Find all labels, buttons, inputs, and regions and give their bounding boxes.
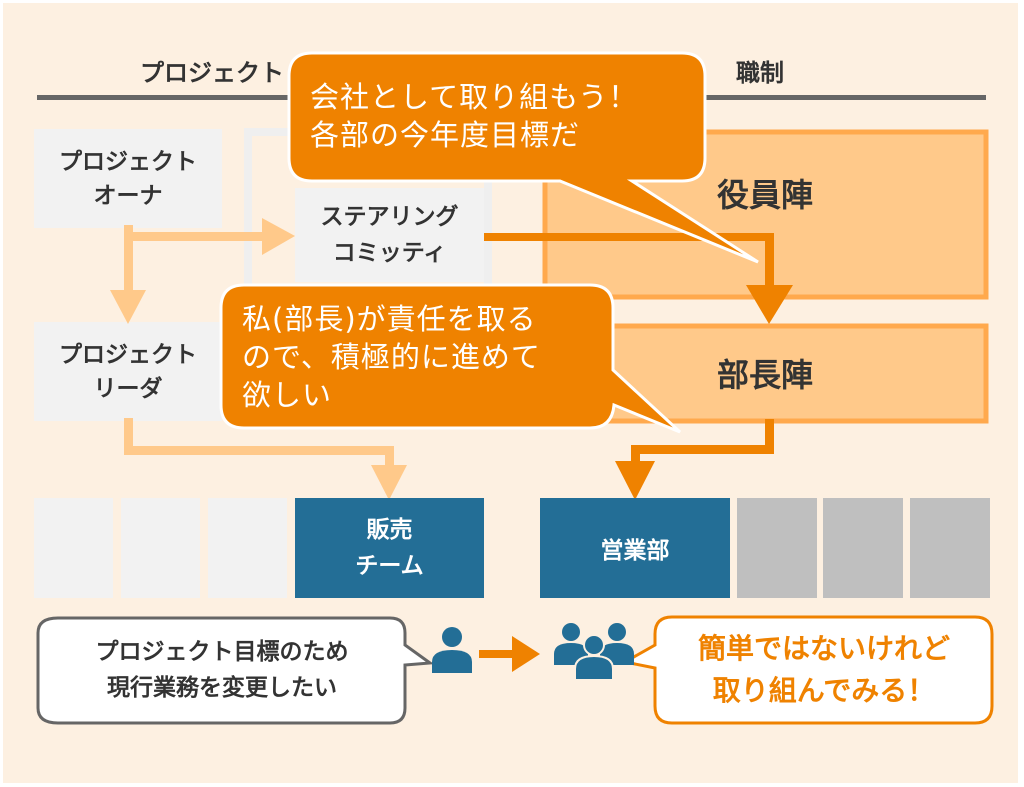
sales-dept-label: 営業部 — [600, 538, 670, 564]
group-icon — [554, 623, 634, 681]
group-callout-text: 簡単ではないけれど 取り組んでみる！ — [697, 632, 950, 707]
individual-callout — [36, 616, 435, 725]
arrow-steering-shaft-down — [765, 233, 774, 303]
group-callout — [620, 615, 994, 725]
managers-speech-text: 私(部長)が責任を取る ので、積極的に進めて 欲しい — [242, 302, 541, 412]
arrow-owner-right-shaft — [128, 232, 268, 241]
arrow-managers-shaft-down2 — [631, 445, 640, 465]
team-placeholder-3 — [208, 498, 287, 598]
arrow-managers-shaft-down — [765, 419, 774, 453]
arrow-steering-head — [746, 285, 793, 324]
arrow-leader-shaft-right — [124, 446, 394, 455]
project-owner-label: プロジェクト オーナ — [59, 148, 197, 209]
person-icon — [432, 627, 472, 673]
sales-team-box[interactable] — [295, 498, 484, 598]
individual-callout-text: プロジェクト目標のため 現行業務を変更したい — [95, 639, 349, 701]
team-placeholder-2 — [121, 498, 200, 598]
arrow-right-icon — [479, 636, 540, 672]
executives-speech-bubble — [287, 51, 759, 264]
managers-label: 部長陣 — [716, 356, 813, 394]
steering-committee-label: ステアリング コミッティ — [320, 204, 459, 266]
team-placeholder-1 — [34, 498, 113, 598]
project-flow-arrows — [110, 218, 407, 500]
sales-team-label: 販売 チーム — [355, 517, 424, 579]
header-rule-org — [700, 95, 986, 100]
arrow-steering-shaft — [484, 233, 774, 241]
arrow-leader-head — [371, 465, 407, 500]
arrow-leader-shaft-down2 — [385, 446, 394, 468]
steering-committee-box[interactable] — [295, 188, 484, 282]
project-header: プロジェクト — [140, 58, 284, 87]
arrow-owner-down-head — [110, 290, 146, 324]
arrow-owner-right-head — [262, 218, 295, 255]
dept-placeholder-3 — [910, 498, 990, 598]
executives-speech-text: 会社として取り組もう！ 各部の今年度目標だ — [310, 80, 639, 152]
header-rule-project — [37, 95, 292, 100]
arrow-leader-shaft-down — [124, 418, 133, 454]
sales-dept-box[interactable] — [540, 498, 730, 598]
arrow-owner-down-shaft — [124, 225, 133, 295]
managers-speech-bubble — [219, 283, 682, 434]
arrow-managers-head — [615, 461, 655, 500]
org-flow-arrows — [484, 233, 793, 500]
project-owner-box[interactable] — [34, 129, 222, 228]
arrow-managers-shaft-left — [631, 445, 774, 454]
project-leader-label: プロジェクト リーダ — [59, 341, 197, 402]
project-leader-box[interactable] — [34, 322, 222, 421]
dept-placeholder-1 — [737, 498, 817, 598]
executives-label: 役員陣 — [716, 176, 813, 214]
org-header: 職制 — [736, 58, 784, 87]
dept-placeholder-2 — [823, 498, 903, 598]
